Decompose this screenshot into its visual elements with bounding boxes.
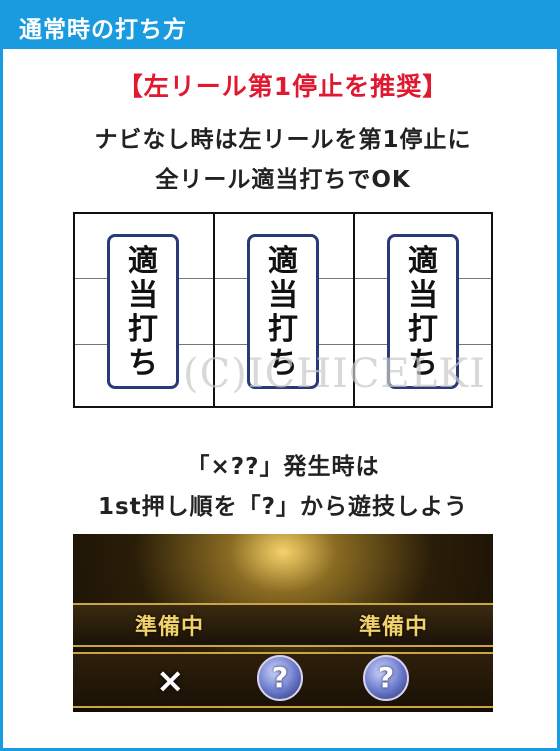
recommendation-text: 【左リール第1停止を推奨】 <box>117 72 449 101</box>
cross-symbol: × <box>156 661 185 701</box>
instruction-line-2: 全リール適当打ちでOK <box>155 167 411 193</box>
status-bar <box>73 603 493 647</box>
status-text-left: 準備中 <box>135 615 205 640</box>
reel-column-divider <box>213 214 215 406</box>
note-line-2: 1st押し順を「?」から遊技しよう <box>97 494 469 520</box>
page-title: 通常時の打ち方 <box>19 17 187 43</box>
reel-table: 適当打ち 適当打ち 適当打ち <box>73 212 493 408</box>
question-badge-center: ? <box>257 655 303 701</box>
question-symbol-center: ? <box>271 661 289 694</box>
question-badge-right: ? <box>363 655 409 701</box>
reel-left-badge: 適当打ち <box>107 234 179 389</box>
reel-center-label: 適当打ち <box>268 244 298 381</box>
header-bar: 通常時の打ち方 <box>3 3 560 49</box>
game-screen-image: 準備中 準備中 × ? ? <box>73 534 493 712</box>
reel-right-badge: 適当打ち <box>387 234 459 389</box>
instruction-line-1: ナビなし時は左リールを第1停止に <box>94 127 472 153</box>
copyright-watermark: (C)ICHICELKI <box>183 351 486 397</box>
note-line-1: 「×??」発生時は <box>186 454 380 480</box>
reel-left-label: 適当打ち <box>128 244 158 381</box>
status-text-right: 準備中 <box>359 615 429 640</box>
question-symbol-right: ? <box>377 661 395 694</box>
reel-right-label: 適当打ち <box>408 244 438 381</box>
reel-center-badge: 適当打ち <box>247 234 319 389</box>
reel-column-divider <box>353 214 355 406</box>
